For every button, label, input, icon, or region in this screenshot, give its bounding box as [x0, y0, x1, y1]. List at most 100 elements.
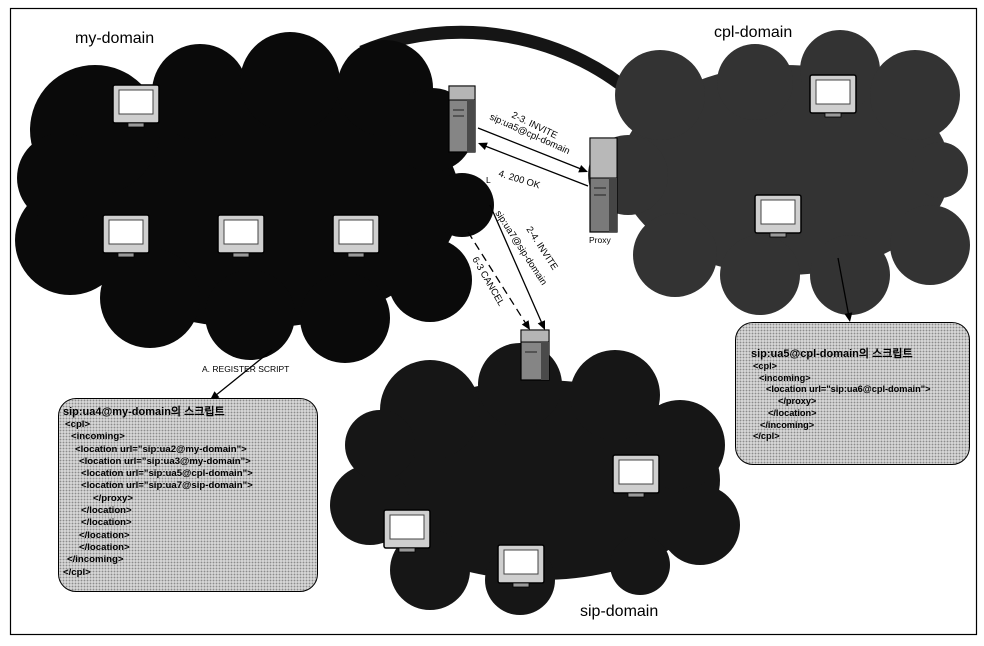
computer-icon: [102, 214, 150, 258]
cloud-lobe: [388, 238, 472, 322]
my-domain-cloud: [15, 32, 494, 363]
script-line: </proxy>: [778, 396, 817, 407]
cloud-lobe: [610, 535, 670, 595]
cpl-domain-cloud: [588, 30, 970, 315]
computer-icon: [754, 194, 802, 238]
cloud-lobe: [300, 273, 390, 363]
arrowhead: [844, 312, 853, 322]
cloud-lobe: [870, 50, 960, 140]
script-line: <location url="sip:ua2@my-domain">: [75, 443, 247, 455]
arrow-line: [479, 143, 589, 187]
script-line: </proxy>: [93, 492, 133, 504]
ok-response-label: 4. 200 OK: [497, 168, 542, 191]
monitor-screen: [618, 459, 654, 485]
arrowhead: [210, 391, 220, 400]
sip-domain-cloud: [330, 343, 740, 615]
monitor-screen: [760, 199, 796, 225]
proxy-server-icon: [589, 137, 618, 233]
monitor-stand: [347, 252, 365, 258]
arrow-line: [489, 204, 545, 329]
script-line: <incoming>: [71, 431, 125, 443]
monitor-screen: [338, 219, 374, 245]
monitor-stand: [117, 252, 135, 258]
server-top: [520, 329, 550, 343]
script-line: <cpl>: [65, 419, 91, 430]
monitor-stand: [627, 492, 645, 498]
monitor-stand: [769, 232, 787, 238]
script-line: </incoming>: [760, 419, 815, 430]
monitor-screen: [118, 89, 154, 115]
ok-response-arrow: [478, 142, 589, 187]
monitor-screen: [223, 219, 259, 245]
invite-to-cpl-arrow: [477, 127, 588, 173]
arrow-line-dashed: [467, 231, 529, 328]
script-line: <incoming>: [759, 372, 811, 383]
server-top: [448, 85, 476, 101]
cloud-lobe: [570, 350, 660, 440]
cloud-lobe: [660, 485, 740, 565]
computer-icon: [112, 84, 160, 128]
script-line: </location>: [79, 529, 130, 541]
script-line: <location url="sip:ua5@cpl-domain">: [81, 468, 253, 480]
cloud-lobe: [430, 173, 494, 237]
script-line: </location>: [81, 517, 132, 529]
script-line: </location>: [79, 541, 130, 553]
cloud-lobe: [717, 44, 793, 120]
monitor-stand: [824, 112, 842, 118]
monitor-stand: [232, 252, 250, 258]
cloud-lobe: [810, 235, 890, 315]
script-heading: sip:ua5@cpl-domain의 스크립트: [751, 348, 913, 360]
proxy-label: Proxy: [589, 235, 611, 245]
monitor-stand: [512, 582, 530, 588]
server-icon: [448, 85, 476, 153]
script-line: </cpl>: [753, 431, 780, 442]
cloud-lobe: [912, 142, 968, 198]
computer-icon: [809, 74, 857, 118]
arrowhead: [537, 320, 545, 330]
computer-icon: [383, 509, 431, 553]
cloud-lobe: [100, 248, 200, 348]
script-line: <location url="sip:ua3@my-domain">: [79, 455, 251, 467]
domain-link-arc: [359, 25, 653, 113]
my-domain-label: my-domain: [75, 30, 154, 47]
server-top: [589, 137, 618, 179]
computer-icon: [612, 454, 660, 498]
script-line: </location>: [768, 407, 817, 418]
ua4-script-box: sip:ua4@my-domain의 스크립트 <cpl> <incoming>…: [58, 398, 318, 592]
cloud-lobe: [240, 32, 340, 132]
arrow-line: [211, 349, 273, 400]
edge-mark-label: L: [486, 175, 491, 185]
register-script-arrow: [210, 349, 273, 400]
computer-icon: [332, 214, 380, 258]
monitor-screen: [108, 219, 144, 245]
computer-icon: [497, 544, 545, 588]
monitor-screen: [815, 79, 851, 105]
cloud-lobe: [890, 205, 970, 285]
script-line: </incoming>: [67, 554, 124, 566]
cancel-label: 6-3 CANCEL: [469, 255, 506, 308]
computer-icon: [217, 214, 265, 258]
server-side: [609, 178, 617, 232]
cloud-lobe: [620, 65, 950, 275]
arrow-line: [837, 257, 851, 321]
cloud-lobe: [345, 410, 415, 480]
monitor-stand: [398, 547, 416, 553]
invite-to-sip-arrow: [489, 204, 545, 330]
cloud-lobe: [205, 270, 295, 360]
script-line: </location>: [81, 505, 132, 517]
monitor-stand: [127, 122, 145, 128]
script-line: <cpl>: [753, 361, 778, 371]
monitor-screen: [389, 514, 425, 540]
arrow-line: [477, 127, 587, 172]
arrowhead: [521, 320, 530, 330]
monitor-screen: [503, 549, 539, 575]
cpl-domain-label: cpl-domain: [714, 24, 792, 41]
diagram-border: [9, 7, 978, 636]
cpl-script-pointer-arrow: [837, 257, 853, 322]
cloud-lobe: [152, 44, 248, 140]
cloud-lobe: [720, 235, 800, 315]
script-line: </cpl>: [63, 566, 91, 578]
server-side: [541, 342, 549, 380]
